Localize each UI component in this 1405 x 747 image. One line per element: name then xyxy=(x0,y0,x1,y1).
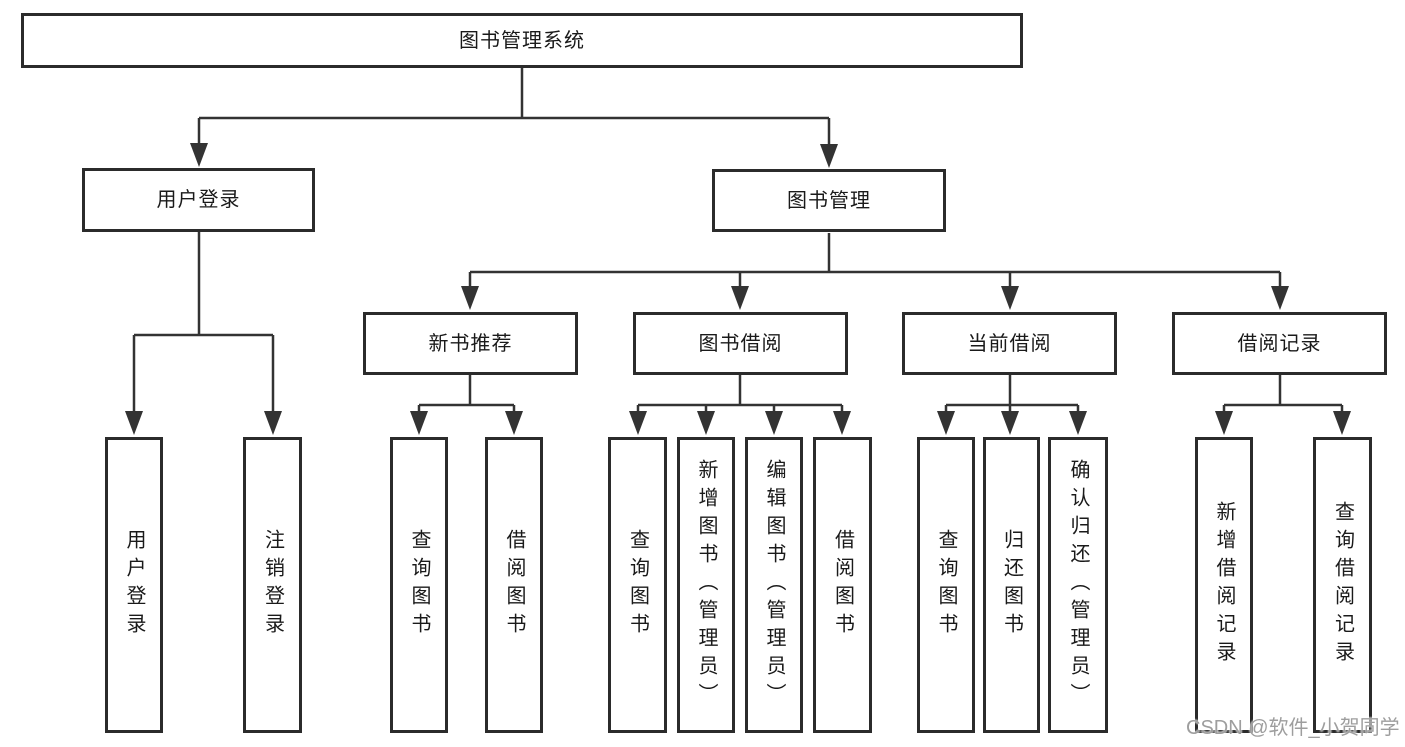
node-current-borrow: 当前借阅 xyxy=(902,312,1117,375)
leaf-borrow-query-book: 查询图书 xyxy=(608,437,667,733)
leaf-records-query-record: 查询借阅记录 xyxy=(1313,437,1372,733)
node-root-system: 图书管理系统 xyxy=(21,13,1023,68)
node-user-login: 用户登录 xyxy=(82,168,315,232)
leaf-user-login: 用户登录 xyxy=(105,437,163,733)
node-book-management: 图书管理 xyxy=(712,169,946,232)
node-borrow-records: 借阅记录 xyxy=(1172,312,1387,375)
leaf-current-confirm-return-admin: 确认归还（管理员） xyxy=(1048,437,1108,733)
leaf-current-return-book: 归还图书 xyxy=(983,437,1040,733)
leaf-logout: 注销登录 xyxy=(243,437,302,733)
leaf-recommend-borrow-book: 借阅图书 xyxy=(485,437,543,733)
csdn-watermark: CSDN @软件_小贺同学 xyxy=(1186,717,1400,739)
leaf-records-add-record: 新增借阅记录 xyxy=(1195,437,1253,733)
node-book-borrow: 图书借阅 xyxy=(633,312,848,375)
node-new-book-recommend: 新书推荐 xyxy=(363,312,578,375)
leaf-recommend-query-book: 查询图书 xyxy=(390,437,448,733)
leaf-borrow-edit-book-admin: 编辑图书（管理员） xyxy=(745,437,803,733)
leaf-borrow-add-book-admin: 新增图书（管理员） xyxy=(677,437,735,733)
arrowhead-icons xyxy=(125,143,1351,435)
leaf-borrow-borrow-book: 借阅图书 xyxy=(813,437,872,733)
leaf-current-query-book: 查询图书 xyxy=(917,437,975,733)
